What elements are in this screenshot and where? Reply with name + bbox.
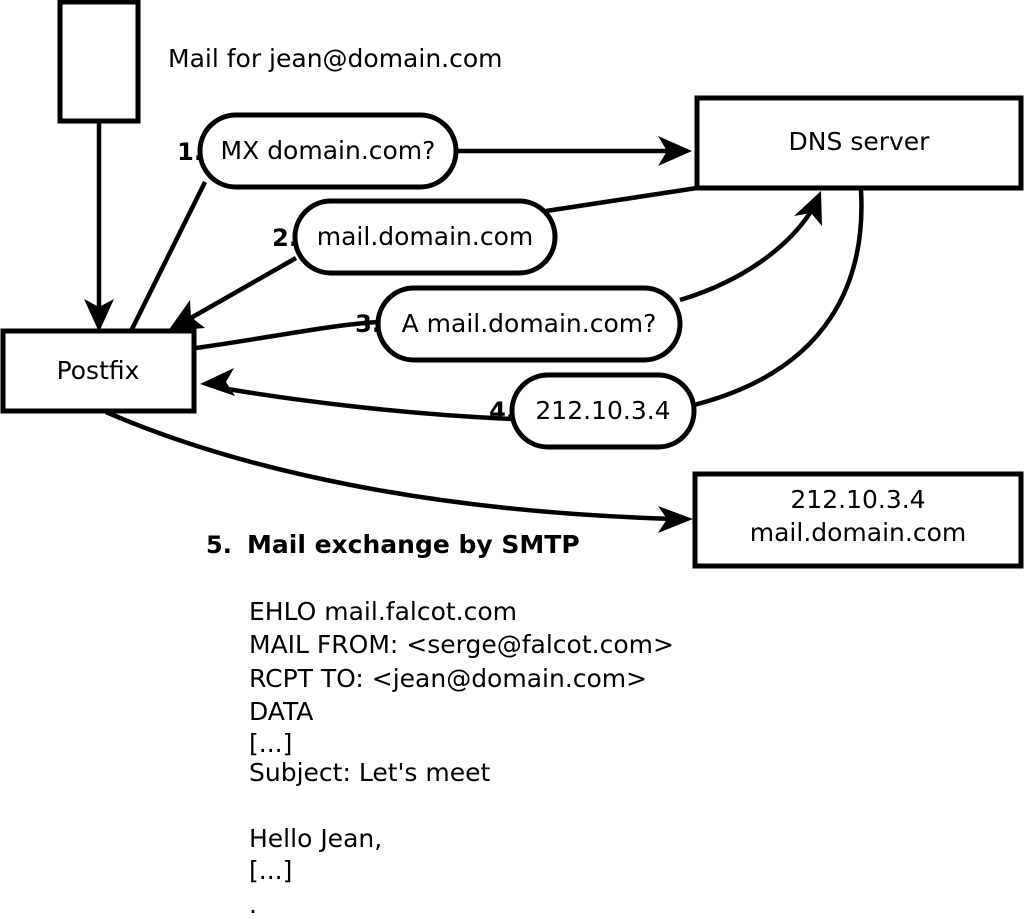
smtp-line-0: EHLO mail.falcot.com	[249, 597, 517, 626]
smtp-line-1: MAIL FROM: <serge@falcot.com>	[249, 630, 674, 659]
step-4-pill: 212.10.3.4	[509, 372, 697, 450]
connector-postfix-to-step3	[195, 319, 379, 351]
connector-sender-to-postfix	[84, 122, 114, 332]
step-1-label: MX domain.com?	[221, 136, 436, 165]
smtp-line-3: DATA	[249, 697, 313, 726]
smtp-line-8: [...]	[249, 856, 292, 885]
target-mailserver-box: 212.10.3.4 mail.domain.com	[692, 471, 1024, 569]
smtp-line-5: Subject: Let's meet	[249, 758, 490, 787]
connector-postfix-to-step1	[128, 180, 208, 333]
step-1-number: 1.	[177, 138, 203, 166]
postfix-box: Postfix	[0, 328, 197, 414]
mail-for-caption: Mail for jean@domain.com	[168, 44, 503, 73]
connector-step2-to-postfix	[168, 256, 298, 331]
dns-server-label: DNS server	[789, 127, 931, 156]
dns-server-box: DNS server	[694, 95, 1024, 191]
smtp-line-7: Hello Jean,	[249, 824, 382, 853]
smtp-line-2: RCPT TO: <jean@domain.com>	[249, 664, 647, 693]
connector-dns-to-step2	[545, 185, 698, 214]
target-hostname-label: mail.domain.com	[750, 518, 966, 547]
step-2-label: mail.domain.com	[317, 222, 533, 251]
target-ip-label: 212.10.3.4	[790, 485, 925, 514]
step-2-pill: mail.domain.com	[292, 198, 558, 276]
postfix-label: Postfix	[57, 356, 140, 385]
connector-step4-to-postfix	[200, 368, 514, 422]
connector-step1-to-dns	[456, 136, 692, 166]
step-4-number: 4.	[489, 397, 515, 425]
step-3-label: A mail.domain.com?	[402, 309, 657, 338]
step-5-number: 5.	[206, 531, 232, 559]
smtp-line-4: [...]	[249, 729, 292, 758]
step-3-number: 3.	[355, 310, 381, 338]
smtp-line-9: .	[249, 890, 257, 919]
connector-step3-to-dns	[679, 191, 822, 303]
step-5-label: Mail exchange by SMTP	[247, 530, 580, 559]
step-4-label: 212.10.3.4	[535, 396, 670, 425]
step-1-pill: MX domain.com?	[197, 112, 459, 190]
connector-postfix-to-target	[105, 409, 693, 533]
step-3-pill: A mail.domain.com?	[375, 285, 683, 363]
connector-dns-to-step4	[693, 189, 864, 408]
sender-box	[57, 0, 141, 124]
step-2-number: 2.	[272, 224, 298, 252]
